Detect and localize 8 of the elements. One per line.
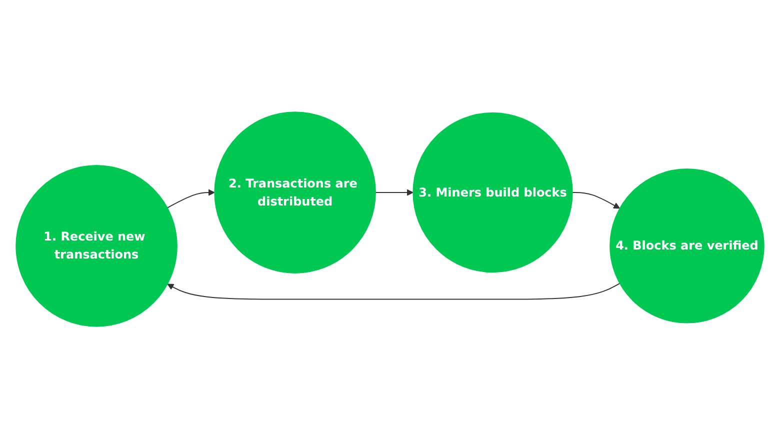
node-circle: 4. Blocks are verified: [610, 168, 764, 324]
arrow: [166, 190, 215, 209]
node-circle: 3. Miners build blocks: [412, 112, 573, 273]
node-circle: 1. Receive new transactions: [16, 165, 178, 328]
arrow: [572, 192, 620, 209]
arrow: [167, 283, 620, 300]
node-circle: 2. Transactions are distributed: [214, 112, 376, 274]
arrow: [375, 190, 414, 196]
